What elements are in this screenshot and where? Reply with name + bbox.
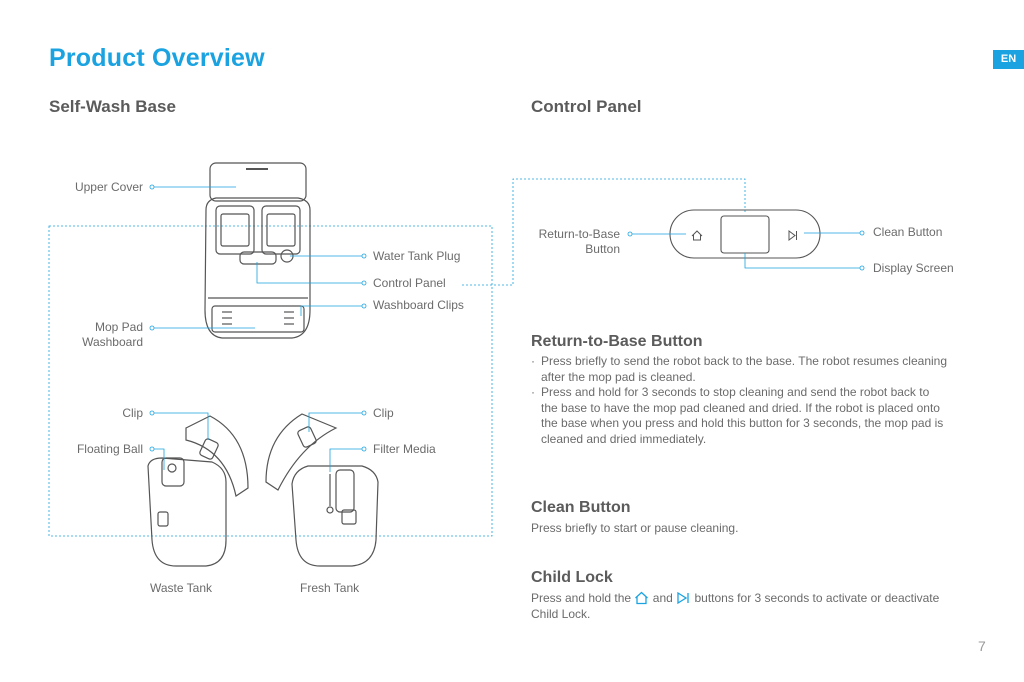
return-section-title: Return-to-Base Button	[531, 333, 703, 350]
waste-tank-label: Waste Tank	[150, 581, 213, 595]
control-panel-drawing	[669, 209, 821, 259]
home-icon	[635, 591, 649, 605]
child-lock-line1: Press and hold the and buttons for 3 sec…	[531, 591, 1001, 607]
bullet2-line1: Press and hold for 3 seconds to stop cle…	[541, 385, 930, 399]
bullet1-line1: Press briefly to send the robot back to …	[541, 354, 948, 368]
child-lock-line2: Child Lock.	[531, 606, 591, 621]
control-panel-label: Control Panel	[373, 276, 446, 290]
clip-left-label: Clip	[122, 406, 143, 420]
bullet-item-1: · Press briefly to send the robot back t…	[531, 354, 991, 385]
return-to-base-label: Return-to-Base Button	[539, 227, 620, 257]
bullet2-line2: the base to have the mop pad cleaned and…	[541, 400, 940, 415]
child-lock-text: Press and hold the and buttons for 3 sec…	[531, 591, 1001, 622]
child-lock-text-part1: Press and hold the	[531, 591, 632, 605]
mop-pad-washboard-label: Mop Pad Washboard	[82, 320, 143, 350]
clean-button-label: Clean Button	[873, 225, 943, 239]
child-lock-title: Child Lock	[531, 569, 613, 586]
return-section-body: · Press briefly to send the robot back t…	[531, 354, 991, 447]
child-lock-text-part2: and	[652, 591, 673, 605]
fresh-tank-label: Fresh Tank	[300, 581, 360, 595]
page-number: 7	[978, 638, 986, 654]
upper-cover-label: Upper Cover	[74, 180, 143, 194]
fresh-tank-drawing	[265, 413, 379, 567]
washboard-clips-label: Washboard Clips	[373, 298, 464, 312]
clip-right-label: Clip	[373, 406, 394, 420]
display-screen-label: Display Screen	[873, 261, 954, 275]
mop-pad-line1: Mop Pad	[94, 320, 143, 334]
return-label-line2: Button	[585, 242, 620, 256]
filter-media-label: Filter Media	[373, 442, 436, 456]
waste-tank-drawing	[147, 415, 249, 567]
control-panel-heading: Control Panel	[531, 97, 642, 116]
clean-section-text: Press briefly to start or pause cleaning…	[531, 521, 739, 535]
language-badge: EN	[993, 50, 1024, 69]
self-wash-base-heading: Self-Wash Base	[49, 97, 176, 116]
floating-ball-label: Floating Ball	[76, 442, 143, 456]
bullet-dot: ·	[531, 354, 535, 368]
self-wash-base-drawing	[204, 162, 311, 339]
callout-lines	[149, 184, 865, 472]
bullet1-line2: after the mop pad is cleaned.	[541, 369, 696, 384]
bullet-item-2: · Press and hold for 3 seconds to stop c…	[531, 385, 991, 447]
bullet2-line4: cleaned and dried immediately.	[541, 431, 707, 446]
bullet2-line3: the base when you press and hold this bu…	[541, 416, 944, 430]
bullet-dot: ·	[531, 385, 535, 399]
mop-pad-line2: Washboard	[82, 335, 143, 349]
child-lock-text-part3: buttons for 3 seconds to activate or dea…	[694, 591, 940, 605]
dashed-frame-base	[48, 225, 493, 537]
play-pause-icon	[677, 591, 689, 605]
return-label-line1: Return-to-Base	[538, 227, 620, 241]
page-title: Product Overview	[49, 44, 265, 72]
clean-section-title: Clean Button	[531, 499, 631, 516]
water-tank-plug-label: Water Tank Plug	[373, 249, 461, 263]
dashed-connector	[462, 178, 746, 286]
